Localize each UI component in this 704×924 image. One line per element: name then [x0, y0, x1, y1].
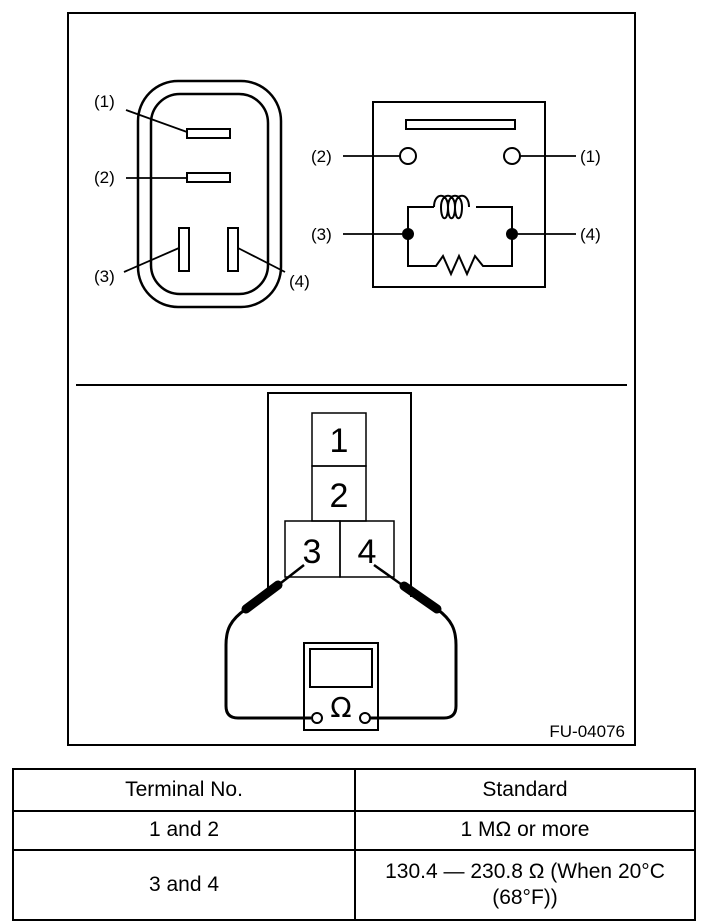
left-test-lead: [224, 607, 311, 720]
right-test-lead: [370, 607, 458, 720]
figure-frame: [67, 12, 636, 746]
header-standard: Standard: [354, 768, 696, 812]
connector-inner-shell: [149, 92, 270, 296]
relay-terminal-3: [402, 228, 414, 240]
left-probe-handle: [241, 580, 283, 614]
table-row: 3 and 4 130.4 — 230.8 Ω (When 20°C (68°F…: [12, 849, 696, 921]
meter-test-diagram: 1 2 3 4 Ω: [224, 392, 458, 731]
header-terminal-no: Terminal No.: [12, 768, 356, 812]
relay-body: [372, 101, 546, 288]
connector-label-3: (3): [94, 267, 115, 286]
connector-terminal-3: [178, 227, 190, 272]
terminal-number-3: 3: [303, 533, 322, 571]
resistor-icon: [407, 234, 513, 277]
ohmmeter-jack-left: [311, 712, 323, 724]
connector-terminal-4: [227, 227, 239, 272]
connector-label-1: (1): [94, 92, 115, 111]
relay-label-1: (1): [580, 147, 601, 166]
ohmmeter-jack-right: [359, 712, 371, 724]
relay-schematic: (2) (1) (3) (4): [311, 101, 601, 288]
relay-inspection-figure: (1) (2) (3) (4) (2) (1) (3) (4) 1 2: [67, 12, 636, 746]
relay-housing: [267, 392, 412, 597]
connector-terminal-1: [186, 128, 231, 139]
cell-terminal: 1 and 2: [12, 810, 356, 851]
circuit-wire: [407, 206, 434, 234]
ohm-icon: Ω: [330, 691, 351, 724]
ohmmeter-display: [309, 648, 373, 688]
terminal-number-4: 4: [358, 533, 377, 571]
leader-line: [237, 247, 286, 273]
table-row: 1 and 2 1 MΩ or more: [12, 810, 696, 851]
relay-label-2: (2): [311, 147, 332, 166]
ohmmeter-body: [303, 642, 379, 731]
coil-icon: [433, 194, 470, 220]
relay-terminal-4: [506, 228, 518, 240]
leader-line: [123, 247, 180, 273]
connector-terminal-2: [186, 172, 231, 183]
terminal-number-2: 2: [330, 477, 349, 515]
connector-outer-shell: [136, 79, 283, 309]
cell-standard: 130.4 — 230.8 Ω (When 20°C (68°F)): [354, 849, 696, 921]
connector-diagram: (1) (2) (3) (4): [94, 79, 310, 309]
terminal-number-1: 1: [330, 422, 349, 460]
relay-label-3: (3): [311, 225, 332, 244]
table-header-row: Terminal No. Standard: [12, 768, 696, 812]
resistance-spec-table: Terminal No. Standard 1 and 2 1 MΩ or mo…: [12, 768, 696, 921]
right-probe-tip: [373, 563, 406, 589]
figure-code: FU-04076: [549, 722, 625, 741]
cell-terminal: 3 and 4: [12, 849, 356, 921]
relay-contact-bar: [405, 119, 516, 130]
relay-terminal-2: [399, 147, 417, 165]
circuit-wire: [476, 206, 513, 234]
connector-label-2: (2): [94, 168, 115, 187]
relay-terminal-1: [503, 147, 521, 165]
leader-line: [125, 109, 188, 133]
terminal-box-4: [339, 520, 395, 578]
cell-standard: 1 MΩ or more: [354, 810, 696, 851]
connector-label-4: (4): [289, 272, 310, 291]
relay-label-4: (4): [580, 225, 601, 244]
right-probe-handle: [399, 581, 442, 614]
